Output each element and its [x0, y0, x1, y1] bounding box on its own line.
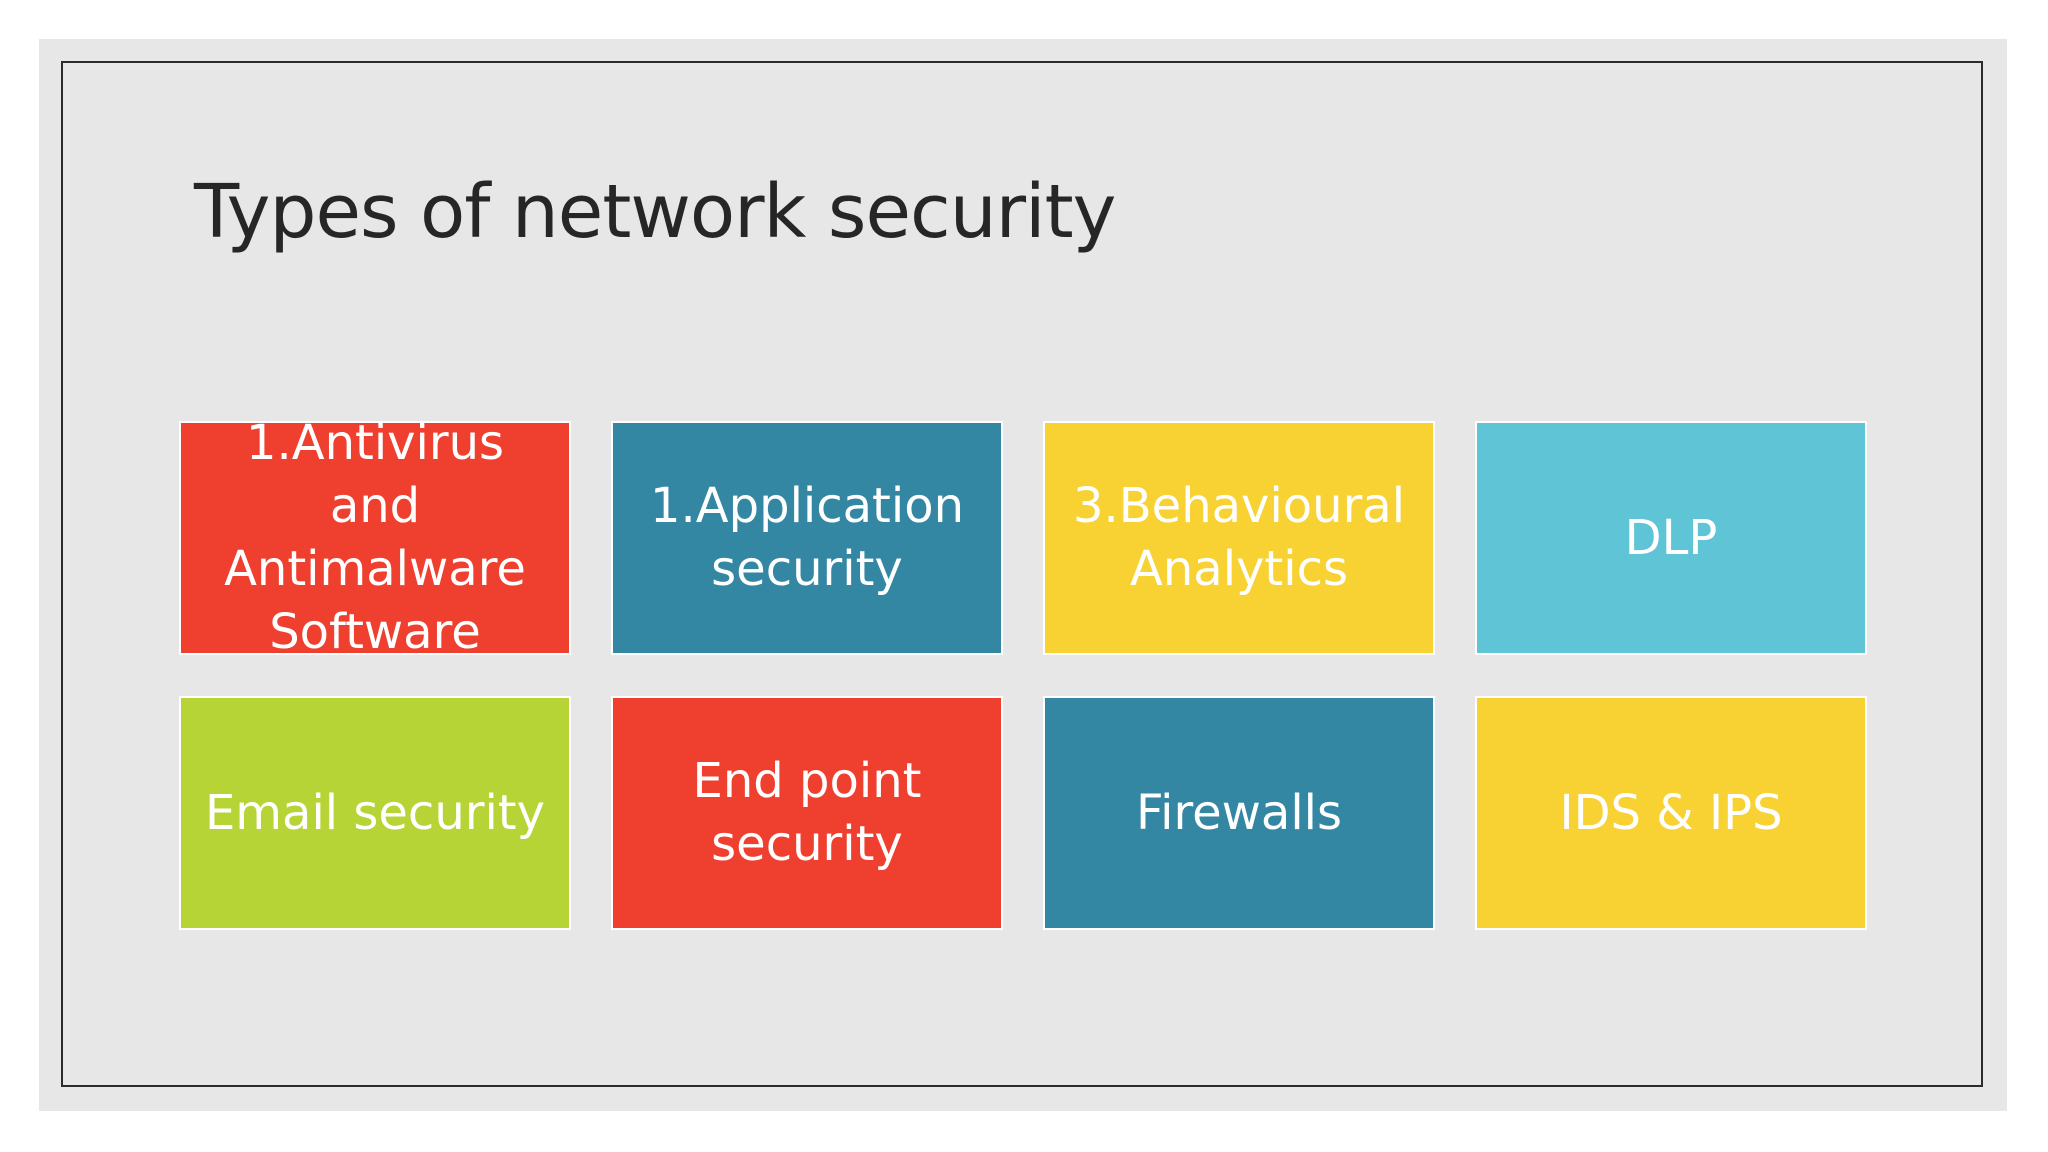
tile-label: DLP [1624, 509, 1718, 566]
slide-frame [61, 61, 1983, 1087]
tile-label: Firewalls [1135, 784, 1342, 841]
tile-application-security: 1.Application security [611, 421, 1003, 655]
tile-label: 3.Behavioural Analytics [1072, 478, 1406, 597]
tile-label: 1.Antivirus and Antimalware Software [224, 421, 526, 655]
tile-firewalls: Firewalls [1043, 696, 1435, 930]
slide: Types of network security 1.Antivirus an… [39, 39, 2007, 1111]
tile-label: IDS & IPS [1559, 784, 1783, 841]
tile-end-point-security: End point security [611, 696, 1003, 930]
tile-antivirus-antimalware: 1.Antivirus and Antimalware Software [179, 421, 571, 655]
tile-email-security: Email security [179, 696, 571, 930]
tile-behavioural-analytics: 3.Behavioural Analytics [1043, 421, 1435, 655]
tile-label: End point security [692, 753, 922, 872]
tile-label: 1.Application security [650, 478, 964, 597]
tile-label: Email security [204, 784, 546, 841]
tile-ids-ips: IDS & IPS [1475, 696, 1867, 930]
tile-dlp: DLP [1475, 421, 1867, 655]
slide-title: Types of network security [194, 169, 1116, 255]
